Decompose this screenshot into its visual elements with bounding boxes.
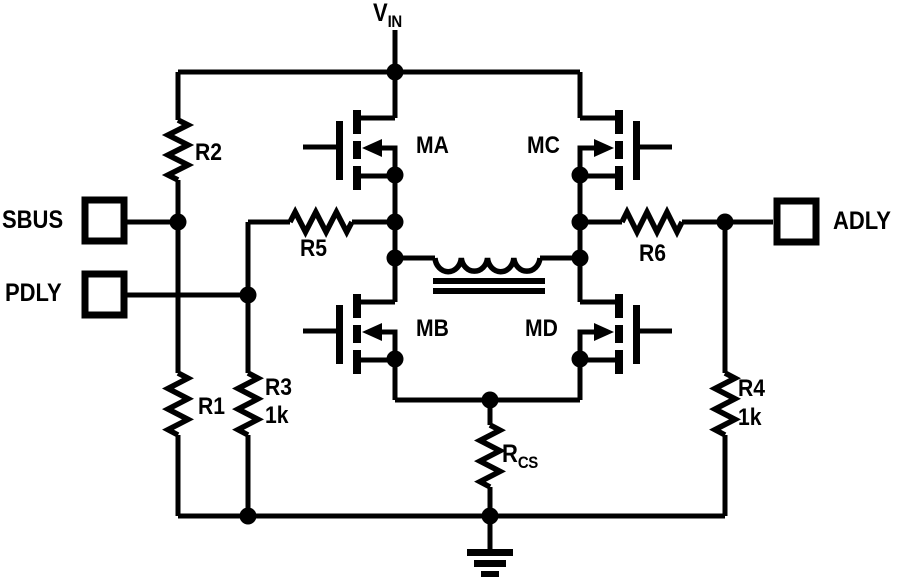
mc-channel-body-segment [615,141,623,159]
md-label: MD [525,315,558,342]
pdly-terminal-box [81,270,128,319]
resistor-r2 [161,117,195,183]
junction-dot [571,213,589,231]
md-channel-source-segment [615,350,623,374]
mosfet-mc [577,110,672,190]
r5-label: R5 [300,235,328,262]
md-channel-body-segment [615,325,623,343]
r3-value: 1k [265,402,289,429]
ground-bar-3 [481,571,499,577]
resistor-r5 [287,205,355,239]
core-line-bottom [433,288,545,294]
adly-label: ADLY [833,207,891,235]
mb-channel-source-segment [353,350,361,374]
resistor-r6 [619,205,685,239]
junction-dot [386,249,404,267]
mb-gate-plate [336,305,343,364]
md-channel-drain-segment [615,294,623,318]
pdly-label: PDLY [5,279,62,307]
ma-label: MA [416,132,449,159]
mc-body-lead [577,145,597,175]
junction-dot [481,391,499,409]
mb-body-lead [379,329,398,359]
mosfet-mb [303,294,398,374]
earth-ground-icon [467,549,513,577]
ma-body-arrow-icon [362,139,382,157]
ma-channel-source-segment [353,166,361,190]
junction-dot [481,507,499,525]
mb-channel-drain-segment [353,294,361,318]
r4-label: R4 [738,375,766,402]
sbus-terminal-box [81,196,128,245]
mc-body-arrow-icon [594,139,614,157]
mb-channel-body-segment [353,325,361,343]
md-body-arrow-icon [594,323,614,341]
junction-dot [716,213,734,231]
junction-dot [239,286,257,304]
ma-channel-drain-segment [353,110,361,134]
r2-label: R2 [195,139,223,166]
core-line-top [433,278,545,284]
junction-dot [386,166,404,184]
junction-dot [571,350,589,368]
rcs-label: RCS [502,440,538,472]
sbus-label: SBUS [2,206,64,234]
mc-gate-plate [633,121,640,180]
mc-label: MC [527,132,560,159]
junction-dots [169,63,734,525]
junction-dot [239,507,257,525]
mb-label: MB [416,315,449,342]
junction-dot [571,249,589,267]
vin-label: VIN [373,0,402,31]
ma-gate-plate [336,121,343,180]
resistor-r3 [231,370,265,438]
junction-dot [386,63,404,81]
mosfet-ma [303,110,398,190]
ma-channel-body-segment [353,141,361,159]
mb-body-arrow-icon [362,323,382,341]
r1-label: R1 [198,393,226,420]
vin-label-main: V [373,0,388,27]
winding-coils [432,257,543,275]
junction-dot [571,166,589,184]
r4-value: 1k [738,404,762,431]
rcs-label-subscript: CS [517,453,538,472]
ground-bar-1 [467,549,513,556]
resistor-r1 [161,370,195,438]
mc-channel-source-segment [615,166,623,190]
r6-label: R6 [639,240,667,267]
resistor-r4 [708,370,742,438]
junction-dot [386,350,404,368]
md-body-lead [577,329,597,359]
rcs-label-main: R [502,440,518,468]
junction-dot [386,213,404,231]
transformer-winding-icon [395,255,580,294]
vin-label-subscript: IN [387,12,403,31]
junction-dot [169,213,187,231]
md-gate-plate [633,305,640,364]
mc-channel-drain-segment [615,110,623,134]
mosfet-md [577,294,672,374]
resistor-rcs [473,422,507,490]
ma-body-lead [379,145,398,175]
r3-label: R3 [265,374,293,401]
adly-terminal-box [773,197,820,246]
ground-bar-2 [474,560,506,567]
